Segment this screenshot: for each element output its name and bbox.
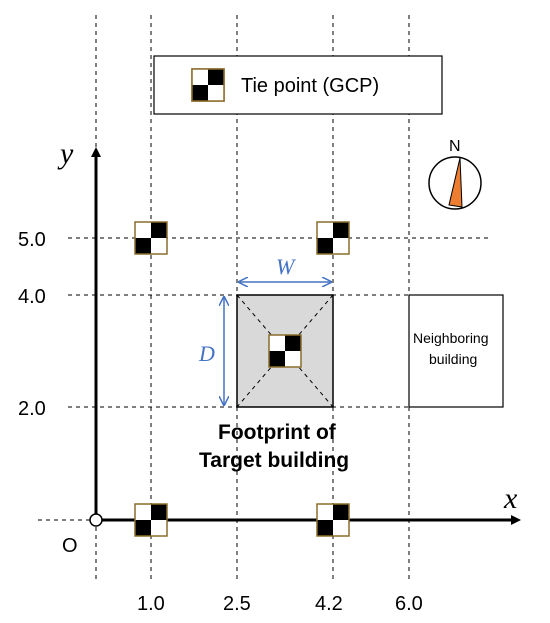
tie-point [134, 503, 168, 537]
neighboring-building-label-line2: building [429, 351, 477, 367]
neighboring-building-label-line1: Neighboring [413, 330, 489, 346]
y-tick-4: 4.0 [18, 286, 46, 308]
origin-marker [89, 513, 103, 527]
origin-label: O [62, 535, 78, 557]
tie-point [316, 221, 350, 255]
x-tick-1: 1.0 [137, 593, 165, 615]
depth-dimension-label: D [198, 341, 215, 366]
compass: N [428, 138, 482, 210]
legend: Tie point (GCP) [153, 55, 443, 115]
legend-label: Tie point (GCP) [241, 75, 379, 97]
tie-point [268, 334, 302, 368]
tie-point [316, 503, 350, 537]
target-building-caption-line1: Footprint of [218, 421, 337, 444]
tie-points [134, 221, 350, 537]
x-tick-4-2: 4.2 [315, 593, 343, 615]
x-axis-name: x [503, 482, 518, 515]
tie-point [134, 221, 168, 255]
x-tick-6: 6.0 [395, 593, 423, 615]
x-tick-2-5: 2.5 [223, 593, 251, 615]
tie-point-icon [191, 68, 225, 102]
y-tick-5: 5.0 [18, 229, 46, 251]
y-axis-name: y [57, 137, 74, 170]
compass-needle [448, 157, 463, 208]
y-tick-2: 2.0 [18, 398, 46, 420]
neighboring-building: Neighboring building [408, 294, 504, 408]
width-dimension-label: W [276, 254, 296, 279]
target-building-footprint [236, 294, 334, 408]
compass-north-label: N [449, 138, 461, 155]
target-building-caption-line2: Target building [199, 449, 349, 472]
